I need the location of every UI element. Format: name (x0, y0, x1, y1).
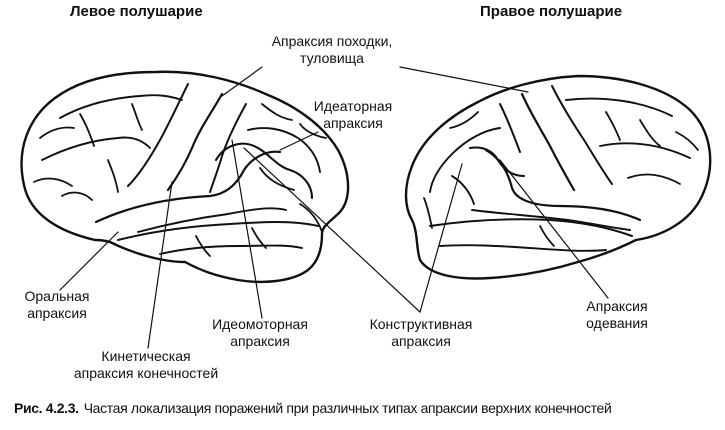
left-superior-temporal-sulcus (137, 207, 287, 233)
label-dressing-line1: Апраксия (586, 298, 648, 314)
left-frontal-gyrus-a (39, 126, 75, 139)
left-frontal-gyrus-e (107, 159, 119, 193)
figure-caption-text: Частая локализация поражений при различн… (83, 400, 612, 416)
right-intraparietal-sulcus (429, 127, 501, 193)
right-postcentral-sulcus (499, 103, 521, 153)
leader-kinetic (147, 181, 173, 349)
leader-dressing (499, 159, 609, 299)
left-parietal-gyrus-a (261, 103, 293, 121)
left-supramarginal-curl (214, 142, 314, 200)
right-central-sulcus (520, 92, 576, 192)
figure-caption-number: Рис. 4.2.3. (14, 400, 79, 416)
right-temporal-boundary (429, 218, 633, 237)
right-hemisphere-outline (404, 74, 712, 280)
right-superior-temporal-sulcus (471, 209, 631, 231)
label-gait-trunk-line1: Апраксия походки, (271, 33, 393, 49)
label-kinetic-line2: апраксия конечностей (73, 365, 219, 381)
label-gait-trunk-line2: туловища (300, 50, 364, 66)
right-parietal-gyrus-a (449, 111, 479, 129)
label-oral-apraxia: Оральная апраксия (14, 288, 100, 322)
left-precentral-sulcus (127, 83, 189, 187)
label-ideomotor-apraxia: Идеомоторная апраксия (200, 316, 320, 350)
left-parietal-gyrus-b (299, 123, 327, 139)
left-hemisphere-outline (20, 70, 350, 284)
right-frontal-gyrus-a (639, 119, 661, 147)
left-central-sulcus (166, 92, 224, 192)
leader-ideomotor (231, 139, 263, 319)
right-supramarginal-curl (468, 146, 526, 178)
leader-constructive-to-right (419, 163, 463, 313)
leader-oral (59, 231, 119, 291)
left-frontal-gyrus-d (61, 191, 93, 201)
leader-gait-to-left (221, 66, 263, 97)
left-superior-frontal-sulcus (59, 94, 183, 119)
left-inferior-frontal-sulcus (41, 136, 151, 161)
label-constructive-apraxia: Конструктивная апраксия (358, 316, 484, 350)
label-constructive-line2: апраксия (391, 333, 451, 349)
leader-lines (59, 66, 609, 349)
left-angular-gyrus (259, 167, 295, 191)
right-inferior-frontal-sulcus (599, 142, 691, 159)
left-frontal-gyrus-f (131, 103, 143, 131)
leader-ideational (279, 131, 319, 151)
right-temporal-gyrus-a (539, 225, 555, 247)
label-dressing-line2: одевания (586, 315, 648, 331)
right-hemisphere (404, 74, 712, 280)
left-frontal-gyrus-c (33, 177, 73, 187)
left-sylvian-fissure (94, 150, 282, 224)
left-postcentral-sulcus (209, 103, 247, 193)
label-ideational-line1: Идеаторная (313, 98, 393, 114)
label-ideational-apraxia: Идеаторная апраксия (308, 98, 398, 132)
right-hemisphere-heading: Правое полушарие (480, 3, 623, 20)
label-oral-line2: апраксия (27, 305, 87, 321)
label-constructive-line1: Конструктивная (369, 316, 473, 332)
right-frontal-gyrus-d (605, 111, 621, 141)
right-angular-gyrus (451, 175, 475, 205)
left-hemisphere (20, 70, 350, 284)
left-occipital-sulcus (299, 203, 323, 233)
label-ideational-line2: апраксия (323, 115, 383, 131)
label-kinetic-line1: Кинетическая (101, 348, 191, 364)
right-inferior-temporal-sulcus (439, 244, 607, 252)
figure-caption: Рис. 4.2.3.Частая локализация поражений … (14, 400, 612, 416)
leader-gait-to-right (399, 66, 529, 93)
label-kinetic-apraxia: Кинетическая апраксия конечностей (56, 348, 236, 382)
right-frontal-gyrus-b (675, 131, 699, 151)
label-oral-line1: Оральная (24, 288, 90, 304)
left-hemisphere-heading: Левое полушарие (70, 3, 203, 20)
left-temporal-gyrus-a (195, 235, 211, 257)
left-temporal-boundary (117, 221, 319, 241)
left-inferior-temporal-sulcus (159, 244, 303, 255)
left-intraparietal-sulcus (247, 127, 321, 173)
right-frontal-gyrus-c (627, 173, 681, 185)
right-superior-frontal-sulcus (565, 97, 673, 117)
leader-constructive-to-left (243, 147, 421, 313)
label-ideomotor-line2: апраксия (230, 333, 290, 349)
left-temporal-gyrus-b (251, 227, 267, 249)
left-frontal-gyrus-b (79, 113, 95, 147)
right-sylvian-fissure (484, 148, 642, 222)
label-dressing-apraxia: Апраксия одевания (574, 298, 660, 332)
right-precentral-sulcus (551, 85, 613, 185)
right-occipital-sulcus (423, 197, 433, 229)
label-ideomotor-line1: Идеомоторная (212, 316, 308, 332)
label-gait-trunk-apraxia: Апраксия походки, туловища (262, 33, 402, 67)
